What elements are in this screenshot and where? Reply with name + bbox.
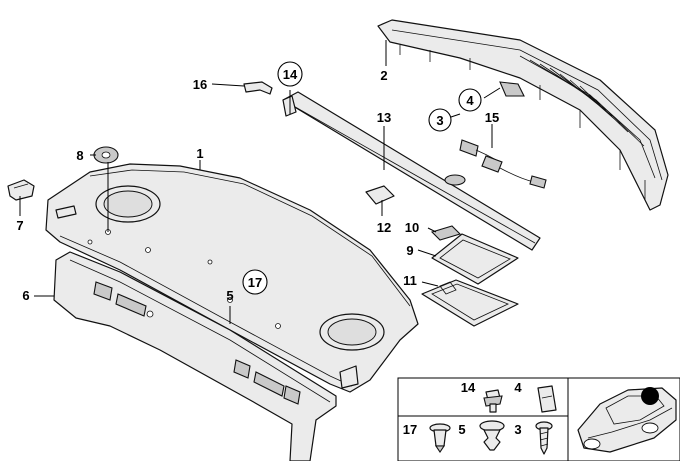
part-7-latch [7, 179, 35, 201]
fastener-legend: 14 4 17 5 3 [397, 377, 680, 461]
label-17-circle [242, 269, 268, 295]
part-1-parcel-shelf [45, 163, 419, 393]
part-9-panel [431, 233, 519, 285]
part-16-clip [243, 81, 273, 95]
label-14-circle [277, 61, 303, 87]
label-8: 8 [76, 148, 83, 163]
legend-label-17: 17 [403, 422, 417, 437]
label-14: 14 [283, 67, 298, 82]
part-13-roller-rail [282, 91, 541, 251]
part-11-panel [421, 279, 519, 327]
label-4: 4 [466, 93, 474, 108]
part-12-cover [365, 185, 395, 205]
label-3-circle [428, 108, 452, 132]
label-15: 15 [485, 110, 499, 125]
car-location-icon [577, 387, 677, 453]
screw-icon [535, 421, 553, 455]
push-rivet-icon [483, 389, 503, 413]
part-2-trim-strip [377, 19, 669, 211]
label-2: 2 [380, 68, 387, 83]
part-6-support-frame [53, 251, 337, 461]
part-8-grommet [93, 146, 119, 164]
label-9: 9 [406, 243, 413, 258]
fir-tree-clip-icon [479, 420, 505, 451]
part-labels: 1 2 3 4 5 6 7 8 9 10 11 12 13 14 15 16 1… [16, 61, 499, 303]
location-marker [641, 387, 659, 405]
clip-nut-icon [537, 385, 557, 413]
part-15-cable-connector [459, 139, 547, 189]
legend-label-14: 14 [461, 380, 476, 395]
part-10-cap [430, 225, 462, 241]
label-4-circle [458, 88, 482, 112]
label-10: 10 [405, 220, 419, 235]
legend-label-3: 3 [514, 422, 521, 437]
leader-lines [19, 40, 501, 324]
label-1: 1 [196, 146, 203, 161]
expansion-rivet-icon [429, 423, 451, 453]
label-13: 13 [377, 110, 391, 125]
label-3: 3 [436, 113, 443, 128]
label-17: 17 [248, 275, 262, 290]
legend-label-5: 5 [458, 422, 465, 437]
label-16: 16 [193, 77, 207, 92]
label-6: 6 [22, 288, 29, 303]
label-7: 7 [16, 218, 23, 233]
label-12: 12 [377, 220, 391, 235]
label-5: 5 [226, 288, 233, 303]
label-11: 11 [403, 273, 417, 288]
legend-label-4: 4 [514, 380, 522, 395]
